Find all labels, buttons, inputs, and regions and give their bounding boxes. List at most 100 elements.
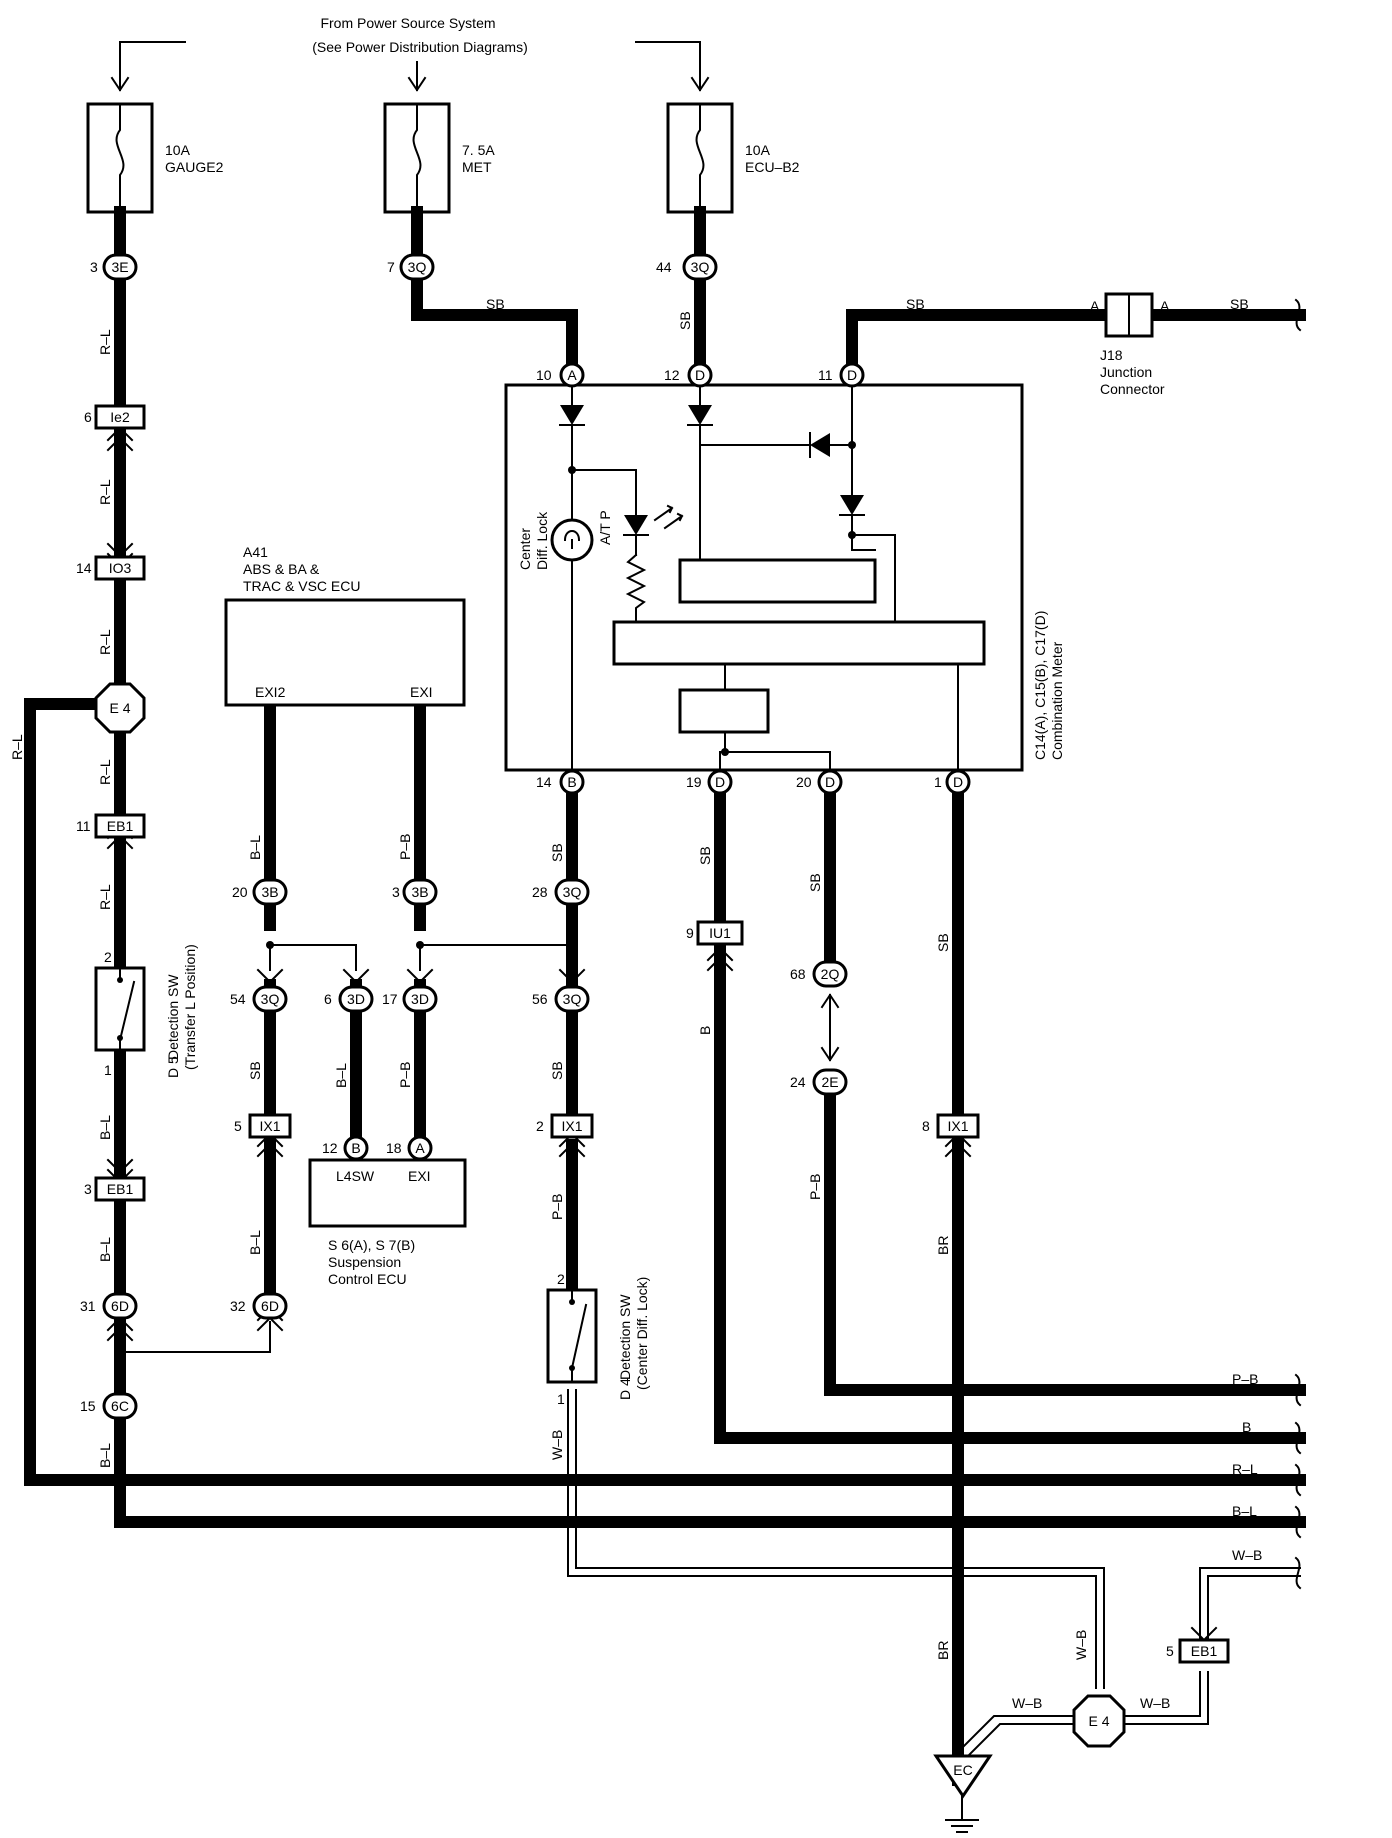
- header-line1: From Power Source System: [320, 15, 495, 31]
- svg-text:W–B: W–B: [549, 1430, 565, 1460]
- svg-text:A: A: [567, 367, 577, 383]
- svg-text:14: 14: [536, 774, 552, 790]
- svg-text:B–L: B–L: [97, 1443, 113, 1468]
- fuse-met: 7. 5A MET: [383, 102, 495, 214]
- connector-6d-32: 6D 32: [230, 1292, 288, 1320]
- svg-text:B–L: B–L: [97, 1237, 113, 1262]
- svg-text:SB: SB: [549, 1061, 565, 1080]
- connector-eb1-11: EB1 11: [76, 813, 146, 839]
- svg-text:P–B: P–B: [397, 834, 413, 860]
- svg-text:D 5: D 5: [165, 1056, 181, 1078]
- svg-text:Connector: Connector: [1100, 381, 1165, 397]
- svg-text:A41: A41: [243, 544, 268, 560]
- svg-text:IU1: IU1: [709, 925, 731, 941]
- connector-ie2: Ie2 6: [84, 404, 146, 430]
- meter-pin-d11: D 11: [818, 362, 865, 388]
- svg-text:3: 3: [90, 259, 98, 275]
- svg-text:IO3: IO3: [109, 560, 132, 576]
- connector-3b-3: 3B 3: [392, 878, 438, 906]
- connector-eb1-3: EB1 3: [84, 1176, 146, 1202]
- svg-text:32: 32: [230, 1298, 246, 1314]
- svg-text:3: 3: [84, 1181, 92, 1197]
- d4-detection-switch: 2 1 D 4 Detection SW (Center Diff. Lock): [546, 1271, 650, 1407]
- svg-text:6D: 6D: [111, 1298, 129, 1314]
- svg-text:2E: 2E: [821, 1074, 838, 1090]
- svg-text:19: 19: [686, 774, 702, 790]
- svg-text:A: A: [415, 1140, 425, 1156]
- svg-text:GAUGE2: GAUGE2: [165, 159, 224, 175]
- wire-labels: R–L R–L R–L R–L R–L R–L B–L B–L B–L SB S…: [9, 296, 1249, 1711]
- svg-text:B: B: [567, 774, 576, 790]
- svg-text:1: 1: [557, 1391, 565, 1407]
- svg-text:L4SW: L4SW: [336, 1168, 375, 1184]
- svg-text:Suspension: Suspension: [328, 1254, 401, 1270]
- svg-text:B: B: [351, 1140, 360, 1156]
- svg-text:18: 18: [386, 1140, 402, 1156]
- svg-text:24: 24: [790, 1074, 806, 1090]
- connector-3q-44: 3Q 44: [656, 253, 718, 281]
- svg-text:1: 1: [934, 774, 942, 790]
- svg-text:10A: 10A: [745, 142, 771, 158]
- svg-text:17: 17: [382, 991, 398, 1007]
- connector-6d-31: 6D 31: [80, 1292, 138, 1320]
- svg-text:6: 6: [84, 409, 92, 425]
- svg-text:14: 14: [76, 560, 92, 576]
- svg-text:3D: 3D: [347, 991, 365, 1007]
- svg-text:12: 12: [664, 367, 680, 383]
- svg-text:P–B: P–B: [549, 1194, 565, 1220]
- svg-text:SB: SB: [807, 873, 823, 892]
- svg-text:IX1: IX1: [947, 1118, 968, 1134]
- d5-detection-switch: 2 1 D 5 Detection SW (Transfer L Positio…: [94, 944, 198, 1078]
- svg-text:10: 10: [536, 367, 552, 383]
- svg-text:E 4: E 4: [1088, 1713, 1109, 1729]
- connector-3q-7: 3Q 7: [387, 253, 435, 281]
- svg-text:W–B: W–B: [1140, 1695, 1170, 1711]
- svg-text:TRAC & VSC ECU: TRAC & VSC ECU: [243, 578, 360, 594]
- svg-text:11: 11: [76, 818, 91, 834]
- fuse-ecu-b2: 10A ECU–B2: [666, 102, 800, 214]
- svg-text:EXI: EXI: [410, 684, 433, 700]
- svg-text:ECU–B2: ECU–B2: [745, 159, 800, 175]
- svg-text:5: 5: [1166, 1643, 1174, 1659]
- svg-text:A: A: [1160, 298, 1170, 314]
- svg-text:SB: SB: [486, 296, 505, 312]
- fuse-gauge2: 10A GAUGE2: [86, 102, 224, 214]
- header-line2: (See Power Distribution Diagrams): [312, 39, 528, 55]
- svg-text:3E: 3E: [111, 259, 128, 275]
- connector-3q-28: 3Q 28: [532, 878, 590, 906]
- svg-text:W–B: W–B: [1073, 1630, 1089, 1660]
- svg-text:A: A: [1090, 298, 1100, 314]
- svg-text:44: 44: [656, 259, 672, 275]
- svg-text:P–B: P–B: [807, 1174, 823, 1200]
- svg-text:R–L: R–L: [97, 759, 113, 785]
- svg-text:W–B: W–B: [1232, 1547, 1262, 1563]
- svg-text:E 4: E 4: [109, 700, 130, 716]
- svg-text:(Transfer L Position): (Transfer L Position): [182, 944, 198, 1070]
- svg-text:3B: 3B: [411, 884, 428, 900]
- svg-text:Ie2: Ie2: [110, 409, 130, 425]
- connector-3q-56: 3Q 56: [532, 985, 590, 1013]
- svg-text:SB: SB: [247, 1061, 263, 1080]
- svg-text:12: 12: [322, 1140, 338, 1156]
- svg-text:EB1: EB1: [107, 818, 134, 834]
- svg-text:SB: SB: [677, 311, 693, 330]
- svg-text:Junction: Junction: [1100, 364, 1152, 380]
- svg-text:EXI2: EXI2: [255, 684, 286, 700]
- svg-text:1: 1: [104, 1062, 112, 1078]
- svg-text:2: 2: [536, 1118, 544, 1134]
- svg-text:3Q: 3Q: [261, 991, 280, 1007]
- svg-text:EC: EC: [953, 1762, 972, 1778]
- svg-text:6C: 6C: [111, 1398, 129, 1414]
- svg-text:B–L: B–L: [333, 1063, 349, 1088]
- svg-text:B–L: B–L: [247, 835, 263, 860]
- connector-ix1-5: IX1 5: [234, 1113, 292, 1139]
- center-lock-label-1: Center: [517, 528, 533, 570]
- ground-ec: EC: [933, 1754, 993, 1799]
- svg-text:D: D: [825, 774, 835, 790]
- connector-ix1-8: IX1 8: [922, 1113, 980, 1139]
- svg-text:28: 28: [532, 884, 548, 900]
- meter-pin-a10: A 10: [536, 362, 585, 388]
- svg-text:7. 5A: 7. 5A: [462, 142, 495, 158]
- center-lock-label-2: Diff. Lock: [534, 511, 550, 570]
